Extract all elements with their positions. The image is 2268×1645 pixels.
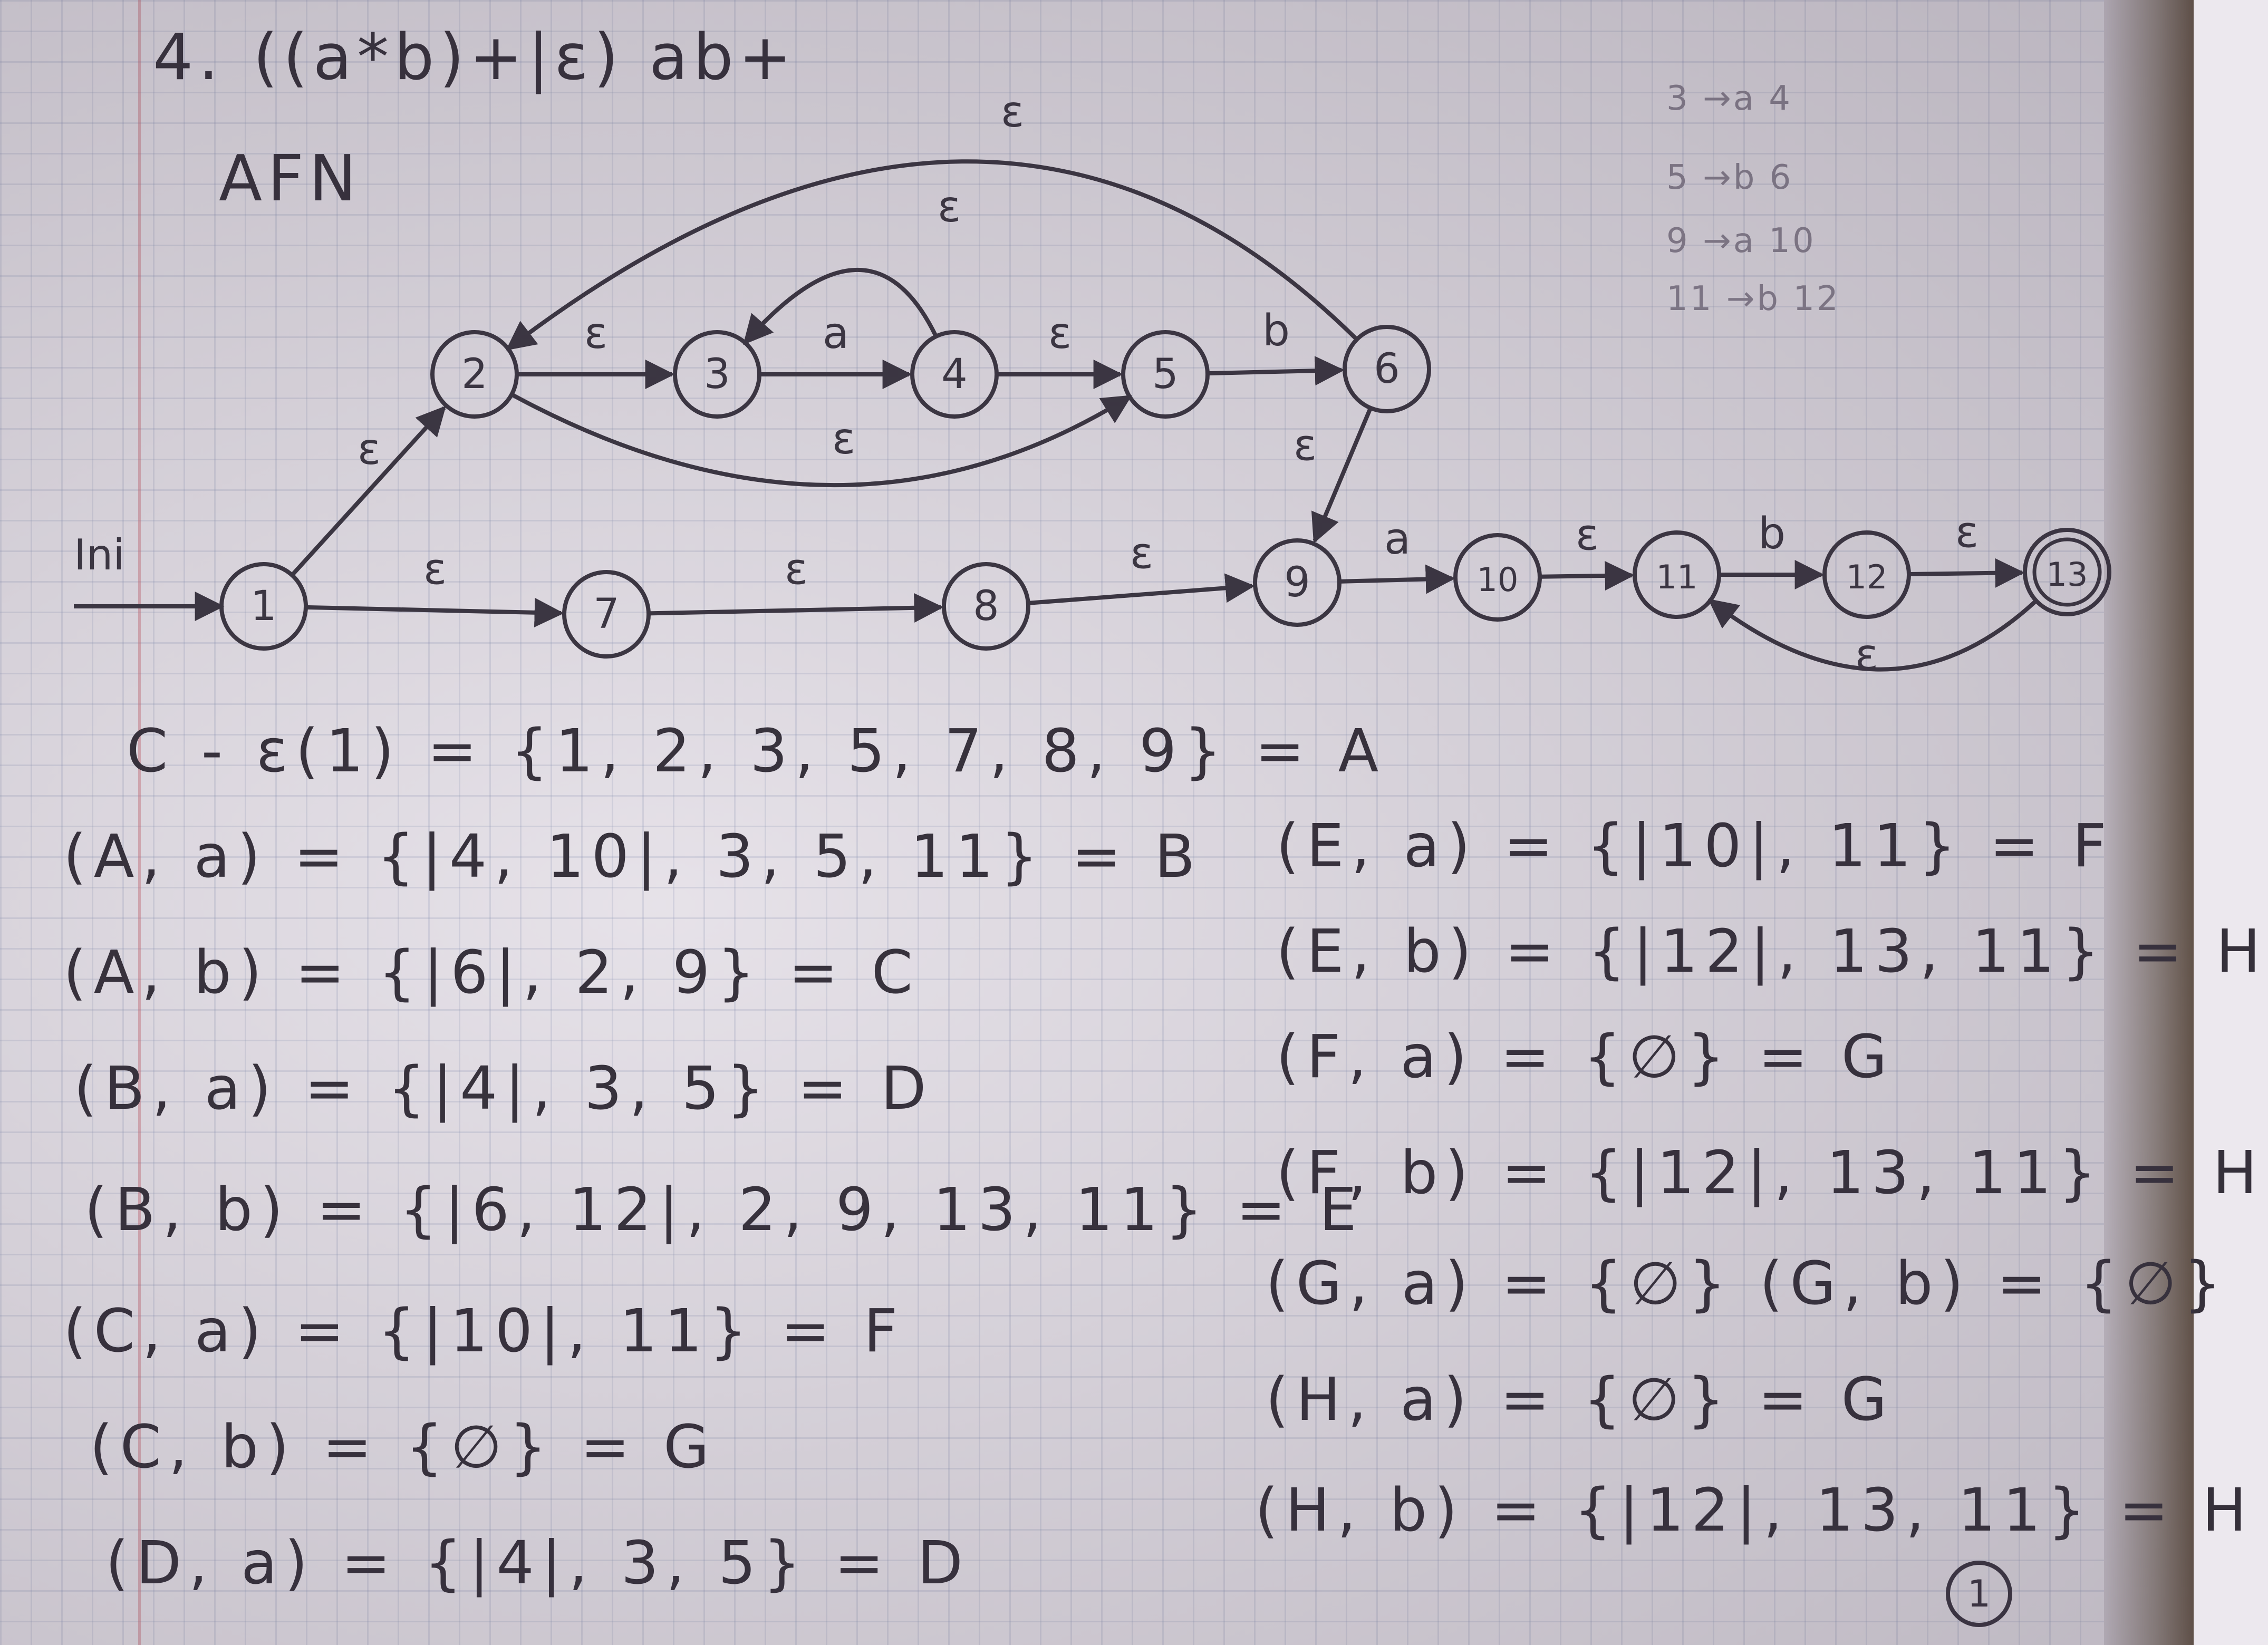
state-label: 5 [1152,351,1179,398]
transition-label: ε [1130,529,1153,579]
transition-row: (A, a) = {|4, 10|, 3, 5, 11} = B [63,822,1203,891]
input-label: Ini [74,530,125,579]
side-note: 11 →b 12 [1666,279,1840,318]
state-11 [1633,530,1721,619]
transition-label: ε [1294,421,1317,471]
transition-row: (A, b) = {|6|, 2, 9} = C [63,938,920,1007]
transition-label: ε [832,414,855,464]
state-label: 11 [1656,558,1698,596]
transition-label: ε [785,545,808,595]
state-10 [1453,533,1542,622]
transition-8-9 [1028,573,1255,605]
transition-2-5 [510,392,1132,488]
page-edge [2104,0,2194,1645]
state-label: 12 [1846,558,1888,596]
notebook-page [0,0,2194,1645]
closure-line: C - ε(1) = {1, 2, 3, 5, 7, 8, 9} = A [127,717,1386,786]
state-label: 2 [461,351,488,398]
state-4 [910,330,999,419]
state-2 [430,330,519,419]
problem-number: 4. [153,21,224,94]
transition-label: b [1262,306,1290,356]
transition-row: (F, a) = {∅} = G [1276,1023,1895,1091]
side-note: 3 →a 4 [1666,79,1792,118]
transition-9-10 [1339,564,1455,594]
transition-row: (E, b) = {|12|, 13, 11} = H [1276,917,2268,986]
transition-label: ε [1001,87,1024,137]
state-1 [219,562,308,651]
state-label: 6 [1374,345,1400,393]
transition-1-7 [305,597,564,627]
transition-label: ε [1576,510,1599,560]
transition-row: (B, a) = {|4|, 3, 5} = D [74,1054,934,1123]
transition-5-6 [1207,356,1345,386]
state-label: 9 [1284,559,1310,606]
transition-label: ε [358,424,381,475]
state-label: 3 [704,351,730,398]
transition-row: (C, a) = {|10|, 11} = F [63,1297,905,1366]
transition-label: a [1384,514,1411,564]
transition-10-11 [1539,561,1635,591]
transition-label: b [1758,509,1786,559]
transition-4-3 [743,267,938,345]
state-label: 7 [593,591,620,638]
state-label: 10 [1477,560,1519,599]
transition-row: (H, b) = {|12|, 13, 11} = H [1255,1476,2254,1545]
transition-label: ε [1955,508,1979,558]
transition-12-13 [1908,558,2025,588]
transition-6-2 [506,159,1358,351]
state-5 [1121,330,1210,419]
state-3 [673,330,761,419]
state-label: 4 [941,351,968,398]
transition-6-9 [1311,407,1373,544]
regex-heading: ((a*b)+|ε) ab+ [253,21,797,94]
transition-1-2 [290,405,446,577]
transition-label: ε [1048,308,1072,359]
final-state-ring [2032,537,2102,607]
transition-label: ε [423,545,447,595]
transition-row: (G, a) = {∅} (G, b) = {∅} [1266,1250,2229,1318]
state-12 [1822,530,1911,619]
transition-row: (F, b) = {|12|, 13, 11} = H [1276,1139,2265,1207]
transition-row: (B, b) = {|6, 12|, 2, 9, 13, 11} = E [84,1176,1364,1244]
state-8 [942,562,1030,651]
transition-label: ε [1855,630,1878,680]
state-label: 13 [2047,555,2088,594]
side-note: 5 →b 6 [1666,158,1793,197]
transition-label: a [823,308,849,359]
state-7 [562,570,651,659]
state-13 [2023,528,2111,616]
state-label: 8 [973,583,999,630]
page-number: 1 [1946,1561,2012,1627]
margin-line [138,0,141,1645]
transition-label: ε [938,182,961,232]
transition-row: (C, b) = {∅} = G [90,1413,717,1482]
transition-label: ε [584,308,607,359]
transition-row: (D, a) = {|4|, 3, 5} = D [105,1529,970,1598]
side-note: 9 →a 10 [1666,221,1816,260]
state-9 [1253,538,1342,627]
transition-row: (E, a) = {|10|, 11} = F [1276,812,2114,880]
transition-13-11 [1707,598,2038,672]
transition-row: (H, a) = {∅} = G [1266,1366,1895,1434]
transition-7-8 [648,593,944,623]
state-6 [1343,325,1431,413]
state-label: 1 [250,583,277,630]
automaton-label: AFN [219,142,362,216]
